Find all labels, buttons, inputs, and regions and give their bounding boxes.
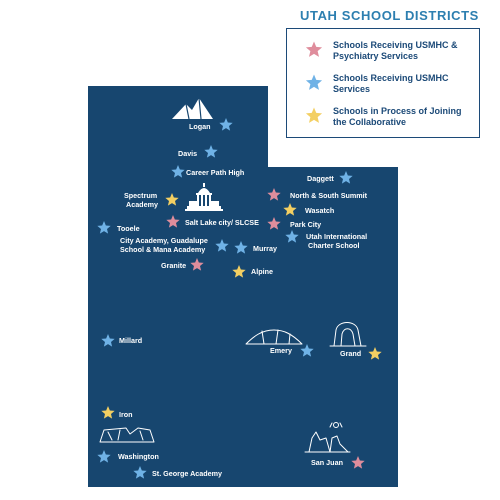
star-city-academy-guadalupe-school-mana-academy — [215, 239, 229, 252]
arch-icon — [329, 322, 367, 347]
label-iron: Iron — [119, 410, 133, 419]
legend-text-joining: Schools in Process of Joining the Collab… — [333, 106, 462, 127]
label-career-path-high: Career Path High — [186, 168, 244, 177]
star-washington — [97, 450, 111, 463]
label-logan: Logan — [189, 122, 211, 131]
label-san-juan: San Juan — [311, 458, 343, 467]
monument-icon — [304, 422, 351, 453]
blue-star-icon — [305, 74, 323, 90]
star-murray — [234, 241, 248, 254]
legend-text-psychiatry: Schools Receiving USMHC & Psychiatry Ser… — [333, 40, 458, 61]
star-san-juan — [351, 456, 365, 469]
star-emery — [300, 344, 314, 357]
star-granite — [190, 258, 204, 271]
legend-item-usmhc: Schools Receiving USMHC Services — [287, 71, 477, 101]
district-labels: Logan Davis Career Path High Daggett Spe… — [117, 122, 368, 478]
legend-item-joining: Schools in Process of Joining the Collab… — [287, 104, 477, 134]
label-emery: Emery — [270, 346, 292, 355]
star-daggett — [339, 171, 353, 184]
legend: Schools Receiving USMHC & Psychiatry Ser… — [286, 28, 480, 138]
label-granite: Granite — [161, 261, 186, 270]
utah-state-shape — [88, 86, 398, 487]
district-stars — [97, 118, 382, 479]
star-salt-lake-city-slcse — [166, 215, 180, 228]
star-millard — [101, 334, 115, 347]
star-career-path-high — [171, 165, 185, 178]
rock-formation-icon — [245, 329, 303, 345]
label-wasatch: Wasatch — [305, 206, 334, 215]
star-utah-international-charter-school — [285, 230, 299, 243]
legend-item-psychiatry: Schools Receiving USMHC & Psychiatry Ser… — [287, 38, 477, 68]
label-murray: Murray — [253, 244, 277, 253]
star-park-city — [267, 217, 281, 230]
label-tooele: Tooele — [117, 224, 140, 233]
label-davis: Davis — [178, 149, 197, 158]
mountain-icon — [172, 97, 213, 120]
label-washington: Washington — [118, 452, 159, 461]
star-spectrum-academy — [165, 193, 179, 206]
label-st-george-academy: St. George Academy — [152, 469, 222, 478]
yellow-star-icon — [305, 107, 323, 123]
pink-star-icon — [305, 41, 323, 57]
map-title: UTAH SCHOOL DISTRICTS — [300, 8, 479, 23]
star-st-george-academy — [133, 466, 147, 479]
label-north-south-summit: North & South Summit — [290, 191, 368, 200]
star-north-south-summit — [267, 188, 281, 201]
star-iron — [101, 406, 115, 419]
star-wasatch — [283, 203, 297, 216]
label-alpine: Alpine — [251, 267, 273, 276]
label-grand: Grand — [340, 349, 361, 358]
star-logan — [219, 118, 233, 131]
star-alpine — [232, 265, 246, 278]
label-salt-lake-city-slcse: Salt Lake city/ SLCSE — [185, 218, 259, 227]
label-daggett: Daggett — [307, 174, 334, 183]
legend-text-usmhc: Schools Receiving USMHC Services — [333, 73, 449, 94]
cliffs-icon — [99, 427, 155, 443]
label-millard: Millard — [119, 336, 142, 345]
label-park-city: Park City — [290, 220, 321, 229]
star-davis — [204, 145, 218, 158]
star-grand — [368, 347, 382, 360]
star-tooele — [97, 221, 111, 234]
capitol-icon — [185, 183, 223, 211]
